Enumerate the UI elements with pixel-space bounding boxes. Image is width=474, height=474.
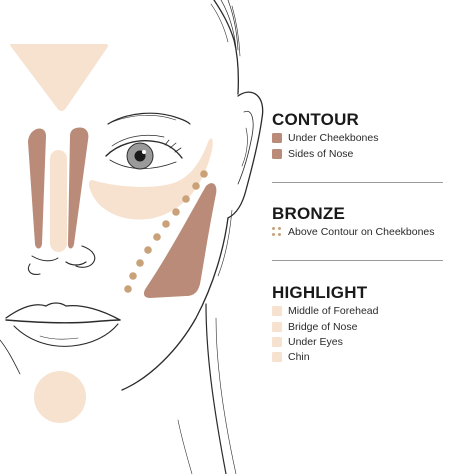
eyebrow: [107, 112, 191, 125]
hair-strand-3: [231, 5, 241, 57]
legend-item-under-eyes: Under Eyes: [272, 335, 343, 349]
neck-right-2: [215, 317, 237, 474]
bronze-dot: [124, 285, 132, 293]
nose-tip: [31, 255, 59, 262]
ear-outline: [227, 91, 264, 219]
highlight-heading: HIGHLIGHT: [272, 283, 368, 302]
lower-lip: [13, 323, 119, 347]
legend-label: Under Eyes: [288, 336, 343, 348]
divider: [272, 182, 443, 183]
legend-item-bridge-of-nose: Bridge of Nose: [272, 320, 357, 334]
neck-shadow: [177, 419, 193, 474]
ear-inner: [237, 110, 254, 185]
jawline-inner: [217, 209, 233, 277]
nostril-right: [65, 261, 87, 266]
hair-strand-4: [210, 3, 229, 43]
lip-line: [5, 319, 121, 324]
lower-lip-shading: [39, 335, 79, 340]
bronze-dot: [136, 259, 144, 267]
legend-item-sides-of-nose: Sides of Nose: [272, 147, 353, 161]
bronze-dot: [172, 208, 180, 216]
eye-lid-crease: [111, 134, 165, 147]
highlight-under-eyes: [89, 138, 213, 220]
legend-label: Chin: [288, 351, 310, 363]
highlight-swatch: [272, 337, 282, 347]
neck-right: [205, 303, 227, 474]
highlight-chin: [34, 371, 86, 423]
bronze-dot: [192, 182, 200, 190]
highlight-swatch: [272, 322, 282, 332]
nose-wing-right: [75, 245, 96, 268]
bronze-dot: [162, 220, 170, 228]
legend-label: Under Cheekbones: [288, 132, 379, 144]
contour-swatch: [272, 133, 282, 143]
legend-item-forehead: Middle of Forehead: [272, 304, 378, 318]
eyebrow-hair: [111, 115, 177, 123]
divider: [272, 260, 443, 261]
highlight-forehead: [10, 44, 109, 111]
legend-item-under-cheekbones: Under Cheekbones: [272, 131, 378, 145]
upper-lip: [5, 302, 121, 321]
legend-panel: CONTOUR Under Cheekbones Sides of Nose B…: [272, 0, 472, 474]
contour-cheekbone: [143, 183, 217, 298]
bronze-dot: [129, 272, 137, 280]
legend-label: Above Contour on Cheekbones: [288, 226, 435, 238]
eye-reflection: [142, 150, 146, 154]
bronze-dots: [124, 170, 208, 293]
contour-swatch: [272, 149, 282, 159]
highlight-swatch: [272, 306, 282, 316]
ear-inner-2: [241, 127, 248, 167]
hair-strand-1: [220, 0, 237, 49]
bronze-dots-swatch: [272, 227, 282, 237]
bronze-dot: [153, 233, 161, 241]
bronze-dot: [200, 170, 208, 178]
legend-item-chin: Chin: [272, 350, 310, 364]
bronze-dot: [144, 246, 152, 254]
contour-nose-right: [68, 127, 89, 249]
legend-label: Sides of Nose: [288, 148, 354, 160]
hairline-stroke: [213, 0, 240, 95]
bronze-dot: [182, 195, 190, 203]
legend-item-above-contour: Above Contour on Cheekbones: [272, 225, 435, 239]
highlight-nose-bridge: [50, 150, 67, 252]
hair-strand-2: [227, 0, 239, 51]
legend-label: Middle of Forehead: [288, 305, 379, 317]
nose-left-contour: [27, 263, 41, 275]
eyelashes: [164, 139, 182, 153]
contour-heading: CONTOUR: [272, 110, 360, 129]
legend-label: Bridge of Nose: [288, 321, 358, 333]
bronze-heading: BRONZE: [272, 204, 345, 223]
face-left-outline: [0, 339, 21, 375]
jawline: [121, 217, 229, 391]
highlight-swatch: [272, 352, 282, 362]
contour-nose-left: [28, 128, 46, 249]
